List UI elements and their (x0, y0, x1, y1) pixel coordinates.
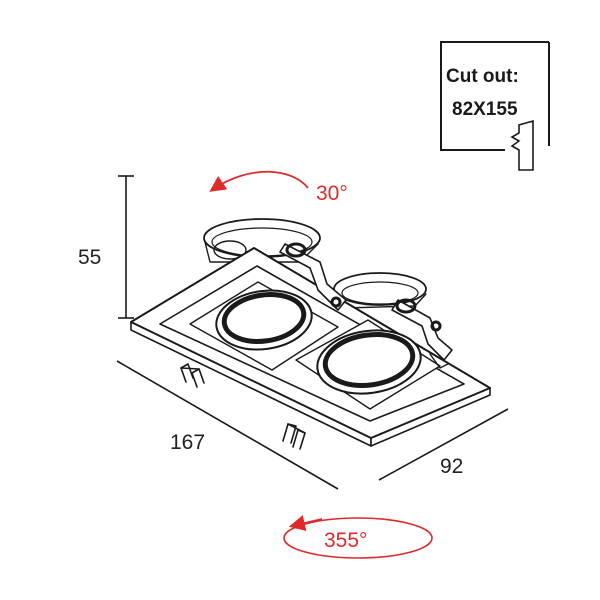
spin-rotation-ellipse (283, 517, 433, 559)
tilt-rotation-label: 30° (316, 182, 348, 205)
length-dimension-line (116, 360, 339, 490)
light-module-rear (189, 281, 339, 371)
front-spring-clip (282, 423, 306, 450)
length-dimension-label: 167 (170, 431, 205, 454)
fixture-drawing (130, 218, 491, 450)
height-dimension-label: 55 (78, 246, 101, 269)
ceiling-cut-icon (510, 119, 534, 171)
tilt-rotation-arrow-icon (209, 170, 309, 192)
light-module-front (295, 319, 441, 410)
frame-right-edge (370, 387, 491, 447)
cutout-box-frame (440, 41, 549, 151)
cutout-box: Cut out: 82X155 (440, 41, 550, 171)
width-dimension-label: 92 (440, 455, 463, 478)
spin-rotation-arrow-icon (288, 515, 323, 531)
cutout-value: 82X155 (452, 99, 518, 120)
gimbal-arm-front (391, 298, 453, 369)
gimbal-arm-rear (279, 242, 347, 311)
back-module-housing-right (333, 272, 427, 309)
width-dimension-line (378, 408, 509, 481)
cutout-label: Cut out: (446, 66, 519, 87)
spin-rotation-label: 355° (324, 529, 367, 552)
height-dimension (118, 175, 134, 319)
left-spring-clip (180, 363, 205, 388)
